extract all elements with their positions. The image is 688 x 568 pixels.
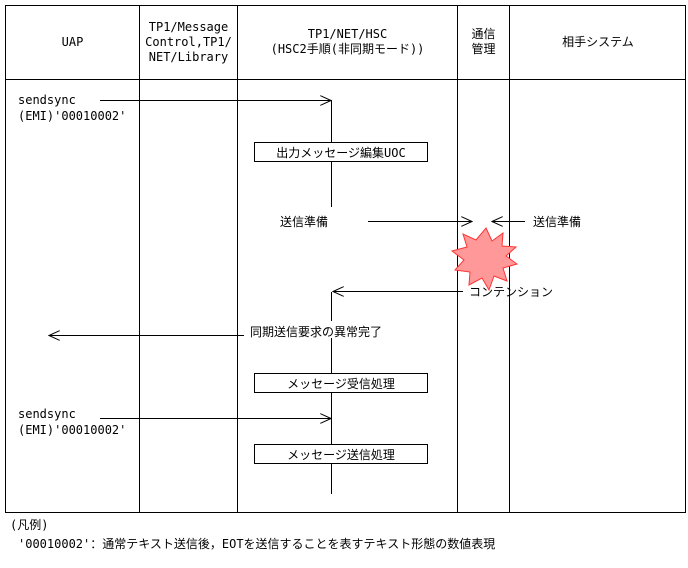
column-header-uap: UAP bbox=[61, 34, 84, 49]
diagram-frame bbox=[5, 5, 686, 513]
sendsync-param-2: (EMI)'00010002' bbox=[18, 423, 127, 437]
output-edit-uoc-box: 出力メッセージ編集UOC bbox=[254, 142, 428, 162]
legend-title: (凡例) bbox=[10, 518, 49, 532]
message-send-box: メッセージ送信処理 bbox=[254, 444, 428, 464]
message-receive-box: メッセージ受信処理 bbox=[254, 373, 428, 393]
sendsync-param-1: (EMI)'00010002' bbox=[18, 109, 127, 123]
legend-note: '00010002'：通常テキスト送信後，EOTを送信することを表すテキスト形態… bbox=[18, 537, 496, 551]
send-prep-label-left: 送信準備 bbox=[280, 215, 329, 229]
contention-burst-icon bbox=[450, 227, 519, 292]
sendsync-label-1: sendsync bbox=[18, 93, 76, 107]
abnormal-complete-label: 同期送信要求の異常完了 bbox=[250, 325, 383, 339]
column-header-comm-mgmt: 通信 管理 bbox=[471, 27, 496, 56]
column-header-message-control: TP1/Message Control,TP1/ NET/Library bbox=[145, 19, 232, 64]
column-header-remote-system: 相手システム bbox=[562, 34, 634, 49]
column-header-hsc: TP1/NET/HSC (HSC2手順(非同期モード)) bbox=[270, 27, 425, 56]
sendsync-label-2: sendsync bbox=[18, 407, 76, 421]
send-prep-label-right: 送信準備 bbox=[533, 215, 582, 229]
contention-label: コンテンション bbox=[469, 285, 554, 299]
